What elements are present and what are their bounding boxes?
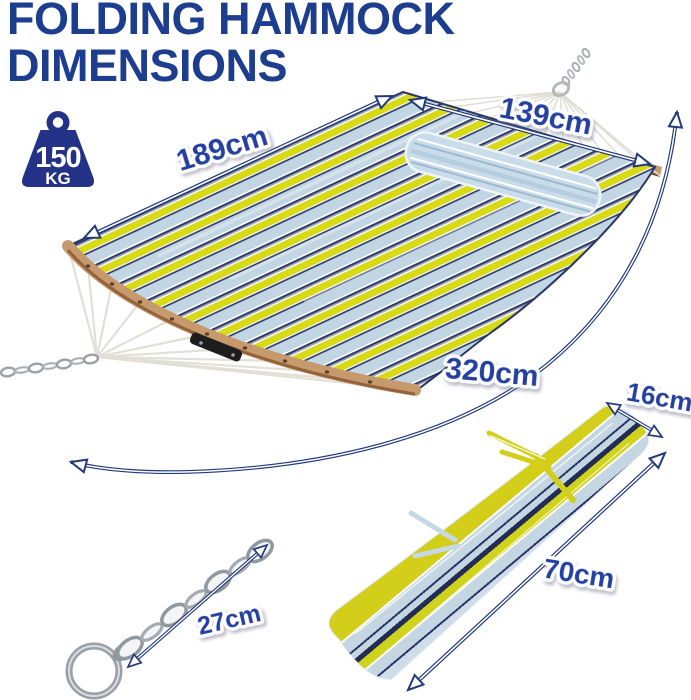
top-ring [551,81,571,97]
pillow [404,131,602,217]
spreader-bar-left [62,240,421,396]
folded-hammock-illustration [328,405,649,680]
hanging-chain-left [0,353,100,378]
dimension-label-chain-length: 27cm [195,599,264,641]
weight-icon-handle-hole [52,117,64,128]
dimension-arrow-320 [68,110,685,475]
dimension-arrow-27 [123,539,272,673]
page-title-line2: DIMENSIONS [7,39,288,91]
dimension-arrow-16 [603,397,666,443]
folding-hinge [189,332,243,362]
dimension-label-overall-length: 320cm [444,352,540,393]
weight-icon: 150 KG [21,111,95,188]
dimension-label-folded-diameter: 16cm [624,376,691,417]
dimension-label-folded-length: 70cm [541,553,617,595]
page-title-line1: FOLDING HAMMOCK [7,0,455,44]
dimension-arrow-139 [407,92,653,172]
folded-roll-body [328,405,649,680]
capacity-unit: KG [45,169,71,188]
tie-strap-blue [408,510,461,559]
hanging-chain-top [551,47,591,97]
capacity-value: 150 [35,142,80,174]
dimension-arrow-70 [402,447,671,696]
dimension-arrow-189 [80,89,396,245]
tie-strap-yellow [486,430,576,503]
hammock-illustration [66,90,657,392]
bar-string-holes [85,264,373,384]
page-title: FOLDING HAMMOCK DIMENSIONS [7,0,455,91]
